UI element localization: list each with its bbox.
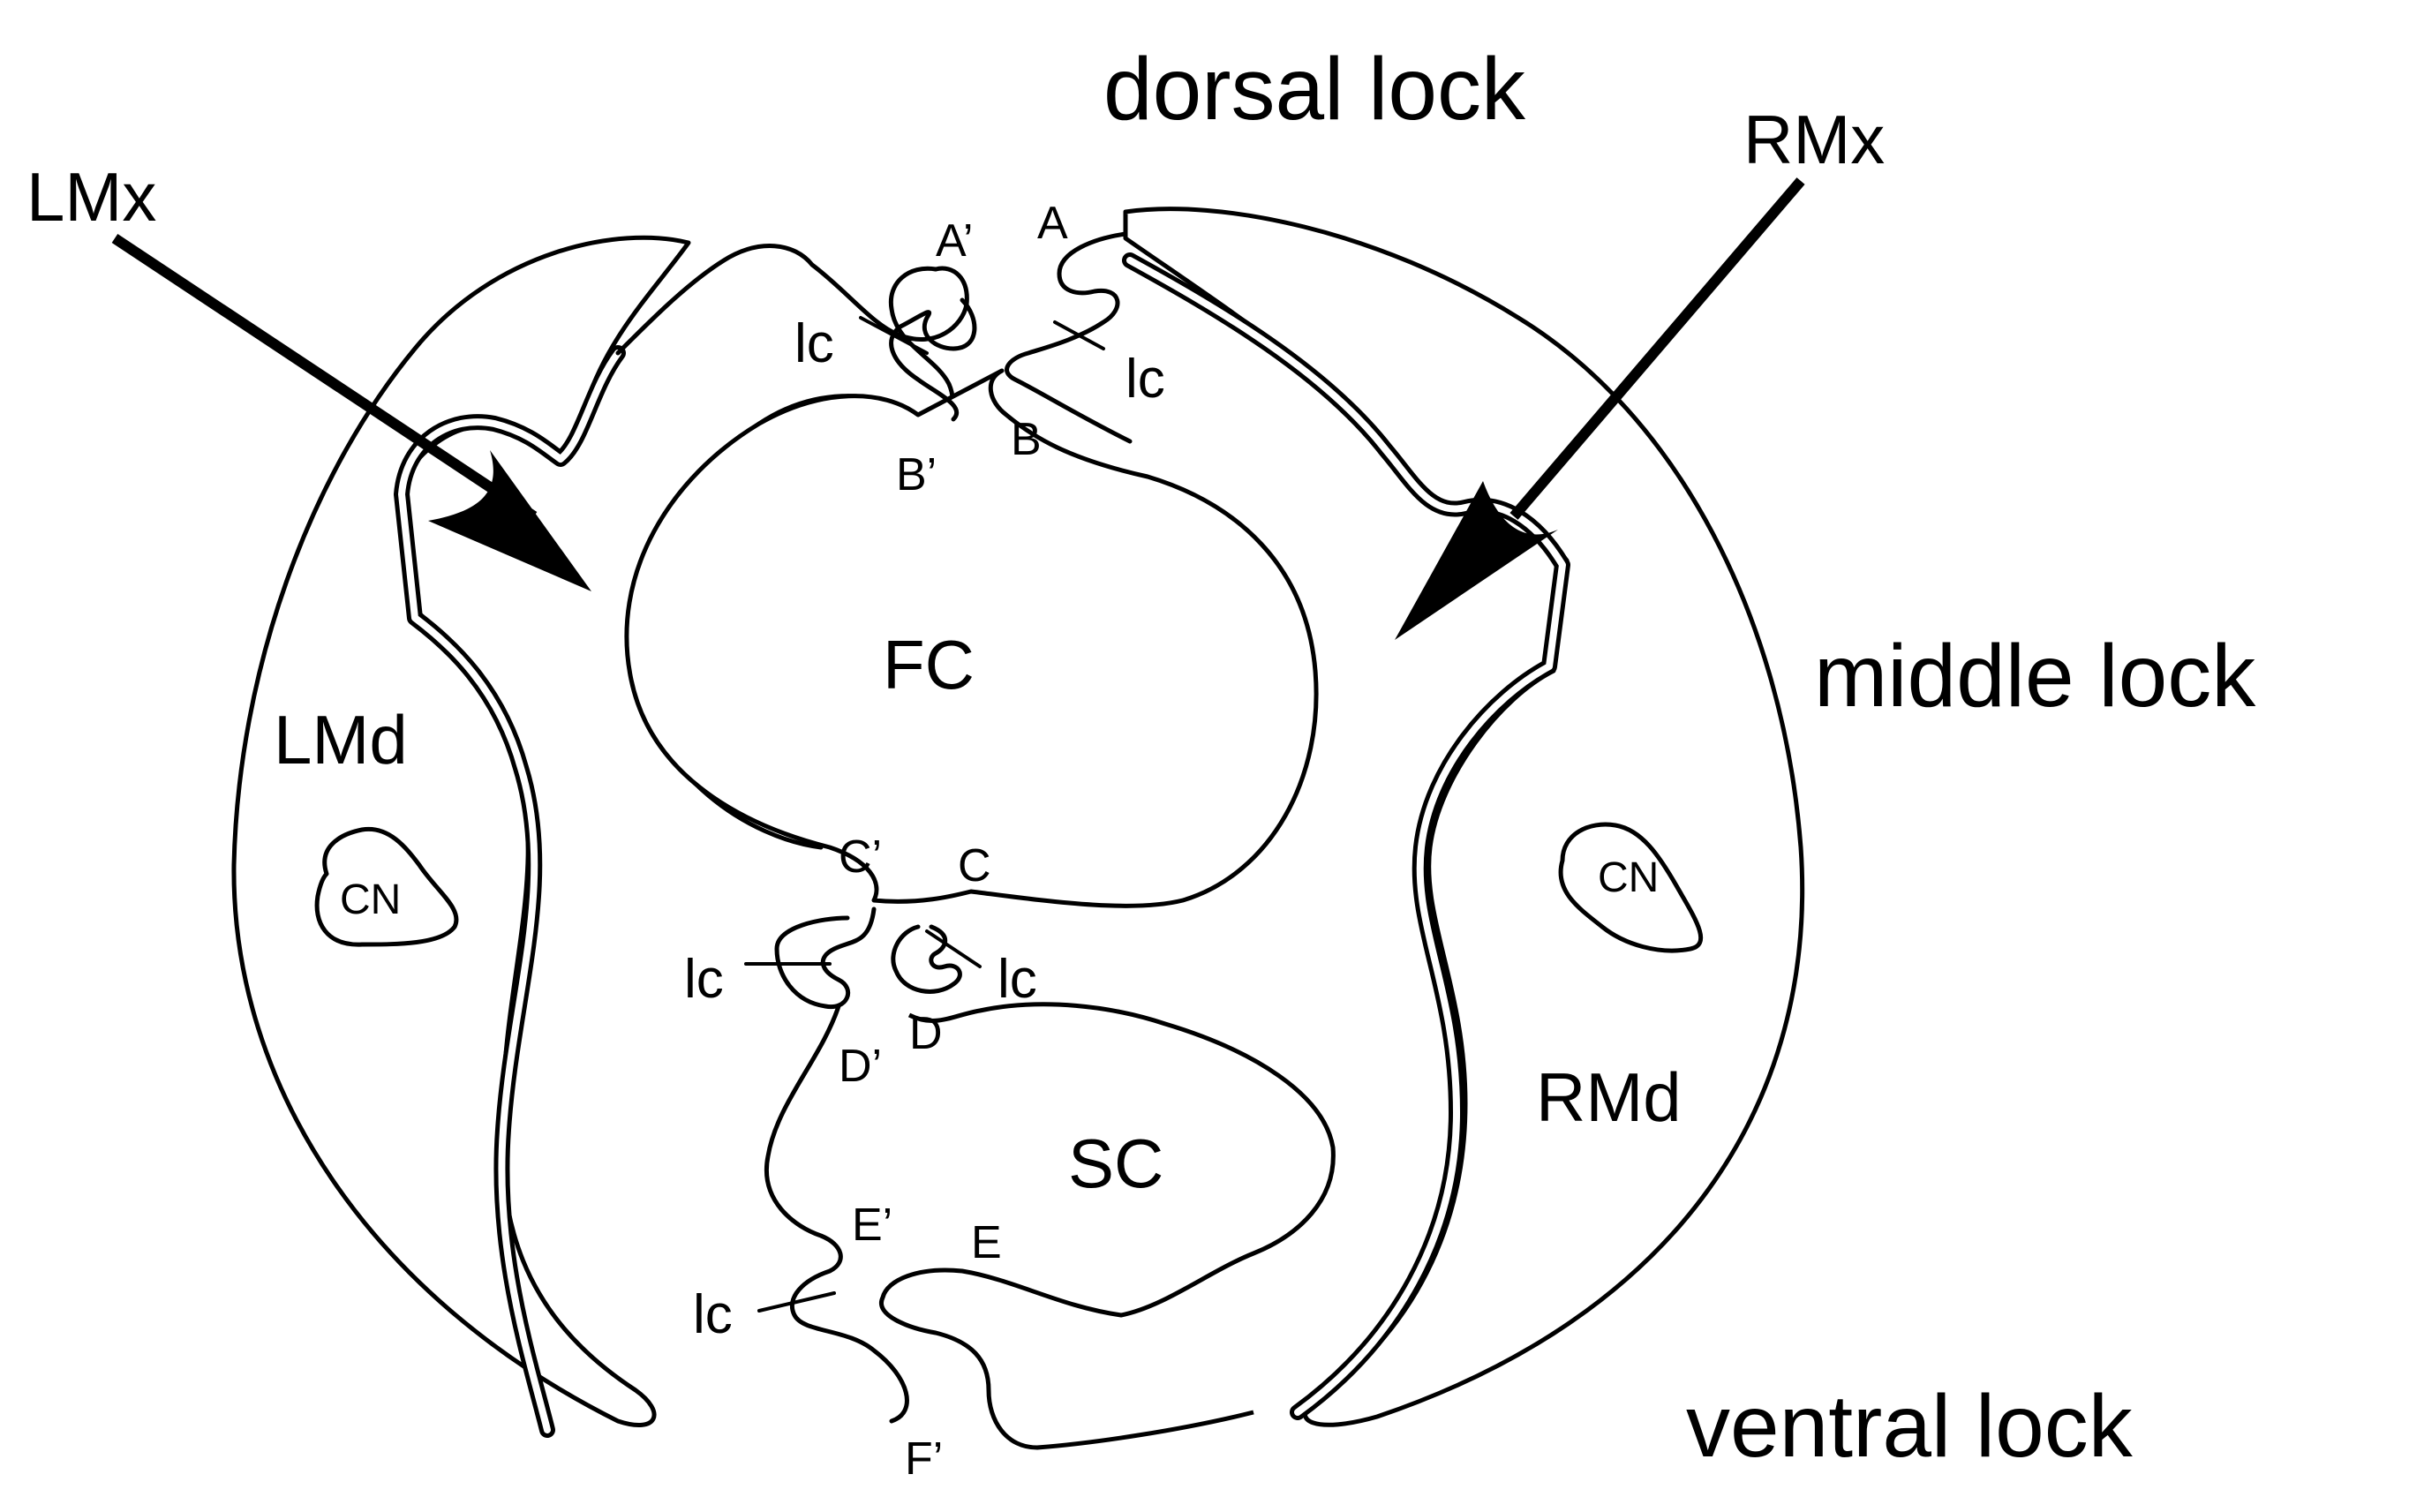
rmx-arrow-shaft (1509, 177, 1805, 520)
left-maxilla-membrane-gap (398, 350, 621, 1433)
fc-chamber (624, 368, 1319, 908)
lc-mid-left-label: lc (684, 949, 724, 1010)
f-prime-label: F’ (905, 1433, 943, 1485)
ventral-lock-label: ventral lock (1686, 1377, 2134, 1476)
lc-tick-top-right (1053, 320, 1105, 350)
rmx-label: RMx (1743, 101, 1885, 178)
c-label: C (958, 840, 991, 891)
rmd-label: RMd (1536, 1058, 1682, 1136)
a-label: A (1037, 198, 1068, 249)
cn-right-label: CN (1598, 854, 1659, 901)
lmd-label: LMd (274, 701, 408, 779)
b-prime-label: B’ (896, 449, 937, 500)
middle-lock-right-hook (891, 924, 962, 994)
lc-tick-top-left (859, 316, 929, 355)
sc-label: SC (1068, 1125, 1163, 1202)
dorsal-lock-right-hook (1005, 231, 1133, 444)
a-prime-label: A’ (936, 215, 973, 267)
sc-chamber (878, 1002, 1336, 1450)
middle-lock-label: middle lock (1814, 627, 2256, 726)
c-prime-label: C’ (839, 831, 882, 883)
d-label: D (909, 1008, 943, 1059)
lc-bottom-left-label: lc (693, 1284, 733, 1345)
rmx-arrow-head (1395, 481, 1558, 640)
cn-left-label: CN (340, 876, 401, 923)
lc-tick-mid-right (925, 929, 982, 968)
left-cn-shape (314, 826, 459, 947)
lmx-label: LMx (26, 158, 156, 236)
lc-top-right-label: lc (1125, 349, 1165, 410)
left-maxilla-lobe (615, 244, 969, 356)
lower-left-medial-wall (764, 1004, 909, 1424)
right-cn-shape (1558, 822, 1704, 953)
e-prime-label: E’ (852, 1200, 892, 1251)
e-label: E (971, 1217, 1002, 1268)
middle-lock-left-hook (774, 906, 877, 1010)
lc-tick-bottom-left (757, 1291, 836, 1313)
fc-label: FC (883, 626, 975, 703)
lmx-arrow-head (428, 450, 591, 591)
right-maxilla-membrane-gap (1126, 257, 1566, 1416)
lc-top-left-label: lc (794, 313, 834, 374)
b-label: B (1011, 414, 1042, 465)
lc-mid-right-label: lc (997, 949, 1037, 1010)
dorsal-lock-left-hook (889, 297, 977, 422)
dorsal-lock-label: dorsal lock (1103, 40, 1526, 139)
d-prime-label: D’ (839, 1041, 882, 1092)
lmx-arrow-shaft (111, 233, 538, 522)
